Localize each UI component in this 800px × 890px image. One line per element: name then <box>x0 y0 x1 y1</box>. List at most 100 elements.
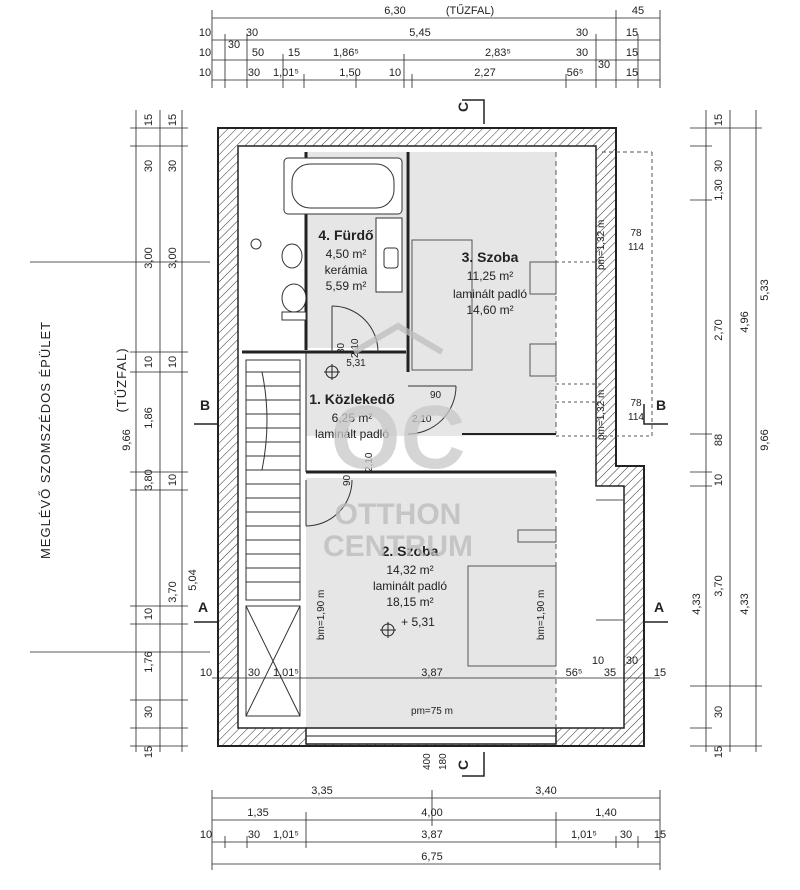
room-area-szoba2: 14,32 m² <box>386 563 433 577</box>
bottom-dimension-texts: 3,35 3,40 1,35 4,00 1,40 10 30 1,01⁵ 3,8… <box>200 785 666 863</box>
dim-text: 2,83⁵ <box>485 47 511 59</box>
parapet-height-top: pm=1,32 m <box>596 220 607 270</box>
room-floor-area-szoba2: 18,15 m² <box>386 595 433 609</box>
dim-text: 10 <box>167 474 179 486</box>
right-dimension-texts: 15 30 1,30 2,70 88 10 3,70 30 15 4,96 4,… <box>691 114 771 758</box>
dim-text: 2,70 <box>713 319 725 340</box>
section-b-left: B <box>200 397 210 413</box>
window-180: 180 <box>438 753 449 770</box>
right-dimension-lines <box>690 110 762 752</box>
dim-114-bottom: 114 <box>628 412 644 423</box>
dim-text: 1,01⁵ <box>273 829 299 841</box>
room-area-furdo: 4,50 m² <box>326 247 367 261</box>
dim-text: 5,45 <box>409 27 430 39</box>
dim-text: 10 <box>143 608 155 620</box>
dim-text: 56⁵ <box>567 67 584 79</box>
dim-text: 3,70 <box>713 575 725 596</box>
dim-text: 6,75 <box>421 851 442 863</box>
dim-text: 10 <box>143 356 155 368</box>
room-floor-furdo: kerámia <box>325 263 368 277</box>
dim-text: 1,86 <box>143 407 155 428</box>
hall-floor <box>306 352 556 436</box>
watermark-logo: OC <box>331 388 466 488</box>
ceiling-height-right: bm=1,90 m <box>536 590 547 640</box>
dim-text: 4,33 <box>739 593 751 614</box>
doors <box>305 305 457 527</box>
section-b-right: B <box>656 397 666 413</box>
door-height-210: 2,10 <box>364 452 375 472</box>
dim-text: 3,35 <box>311 785 332 797</box>
dim-text: 30 <box>143 706 155 718</box>
watermark: OC OTTHON CENTRUM <box>323 322 473 563</box>
bathroom-fixtures <box>250 157 403 321</box>
dim-text: 4,96 <box>739 311 751 332</box>
dim-text: 30 <box>576 27 588 39</box>
door-width-90: 90 <box>430 390 442 401</box>
dim-text: 3,80 <box>143 469 155 490</box>
dim-text: 1,40 <box>595 807 616 819</box>
room-title-furdo: 4. Fürdő <box>318 227 373 243</box>
watermark-line2: CENTRUM <box>323 530 473 563</box>
level-markers <box>324 364 396 638</box>
room-floor-szoba2: laminált padló <box>373 579 447 593</box>
dim-text: 15 <box>143 746 155 758</box>
ceiling-height-left: bm=1,90 m <box>316 590 327 640</box>
dim-text: 10 <box>199 47 211 59</box>
dim-5-04: 5,04 <box>187 569 199 590</box>
dim-total-left: 9,66 <box>121 429 133 450</box>
dim-6-30: 6,30 <box>384 5 405 17</box>
dim-text: 1,01⁵ <box>273 67 299 79</box>
section-labels: B B A A C C <box>198 102 666 770</box>
furniture <box>411 151 653 728</box>
section-markers <box>194 99 668 777</box>
section-c-top: C <box>455 102 471 112</box>
dim-text: 15 <box>626 27 638 39</box>
dim-text: 1,30 <box>713 179 725 200</box>
dim-text: 15 <box>626 67 638 79</box>
dim-text: 15 <box>713 746 725 758</box>
dim-text: 4,33 <box>691 593 703 614</box>
dim-text: 15 <box>143 114 155 126</box>
dim-text: 50 <box>252 47 264 59</box>
section-a-right: A <box>654 599 664 615</box>
staircase <box>245 359 301 717</box>
room-level-szoba2: + 5,31 <box>401 615 435 629</box>
top-dimension-lines <box>211 10 661 88</box>
dim-text: 30 <box>143 160 155 172</box>
dim-114-top: 114 <box>628 242 644 253</box>
door-height-210: 2,10 <box>412 414 432 425</box>
dim-text: 1,35 <box>247 807 268 819</box>
dim-text: 56⁵ <box>566 667 583 679</box>
room-title-kozlekedo: 1. Közlekedő <box>309 391 395 407</box>
section-a-left: A <box>198 599 208 615</box>
level-531: 5,31 <box>346 358 366 369</box>
window-400: 400 <box>422 753 433 770</box>
dim-text: 10 <box>389 67 401 79</box>
room2-floor <box>306 478 556 728</box>
dim-text: 15 <box>713 114 725 126</box>
neighbour-building-label: MEGLÉVŐ SZOMSZÉDOS ÉPÜLET (TŰZFAL) <box>30 261 210 653</box>
dim-text: 2,27 <box>474 67 495 79</box>
dim-text: 4,00 <box>421 807 442 819</box>
parapet-height-bottom: pm=75 m <box>411 706 453 717</box>
room-floor-kozlekedo: laminált padló <box>315 427 389 441</box>
room-floor-area-furdo: 5,59 m² <box>326 279 367 293</box>
bathtub <box>283 157 403 215</box>
dim-text: 15 <box>654 667 666 679</box>
dim-text: 10 <box>167 356 179 368</box>
room-floor-szoba3: laminált padló <box>453 287 527 301</box>
section-c-bottom: C <box>455 760 471 770</box>
dim-text: 1,01⁵ <box>571 829 597 841</box>
dim-text: 3,87 <box>421 667 442 679</box>
dim-text: 10 <box>200 829 212 841</box>
door-width-90: 90 <box>342 474 353 486</box>
dim-text: 30 <box>626 655 638 667</box>
neighbour-building-text: MEGLÉVŐ SZOMSZÉDOS ÉPÜLET <box>38 321 53 559</box>
dim-tuzfal: (TŰZFAL) <box>446 3 494 17</box>
dim-text: 10 <box>713 474 725 486</box>
dim-text: 15 <box>288 47 300 59</box>
parapet-height-mid: pm=1,32 m <box>596 390 607 440</box>
dim-45: 45 <box>632 5 644 17</box>
dim-text: 15 <box>654 829 666 841</box>
dim-text: 3,00 <box>167 247 179 268</box>
